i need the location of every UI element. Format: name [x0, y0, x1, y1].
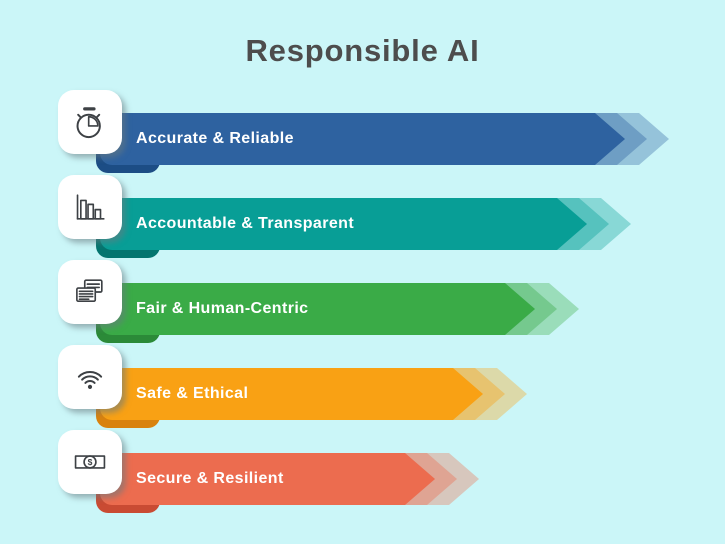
bar-chart-icon — [76, 194, 105, 220]
principle-row-safe: Safe & Ethical — [0, 343, 725, 443]
principle-label: Accountable & Transparent — [136, 215, 355, 232]
principle-row-secure: Secure & Resilient $ — [0, 428, 725, 528]
icon-card — [58, 90, 122, 154]
money-icon: $ — [74, 455, 106, 469]
principle-label: Safe & Ethical — [136, 385, 249, 402]
principle-row-accurate: Accurate & Reliable — [0, 88, 725, 188]
principle-bar: Fair & Human-Centric — [100, 283, 535, 335]
principle-bar: Accurate & Reliable — [100, 113, 625, 165]
principle-bar: Safe & Ethical — [100, 368, 483, 420]
page-title: Responsible AI — [245, 33, 480, 68]
icon-card — [58, 345, 122, 409]
principle-row-fair: Fair & Human-Centric — [0, 258, 725, 358]
principle-label: Accurate & Reliable — [136, 130, 294, 147]
svg-text:$: $ — [88, 457, 93, 467]
icon-card: $ — [58, 430, 122, 494]
icon-card — [58, 260, 122, 324]
stopwatch-icon — [76, 107, 101, 139]
wifi-icon — [77, 371, 103, 389]
principle-label: Fair & Human-Centric — [136, 300, 309, 317]
documents-icon — [76, 279, 103, 303]
principle-label: Secure & Resilient — [136, 470, 284, 487]
principle-row-accountable: Accountable & Transparent — [0, 173, 725, 273]
principle-bar: Accountable & Transparent — [100, 198, 587, 250]
icon-card — [58, 175, 122, 239]
principle-bar: Secure & Resilient — [100, 453, 435, 505]
